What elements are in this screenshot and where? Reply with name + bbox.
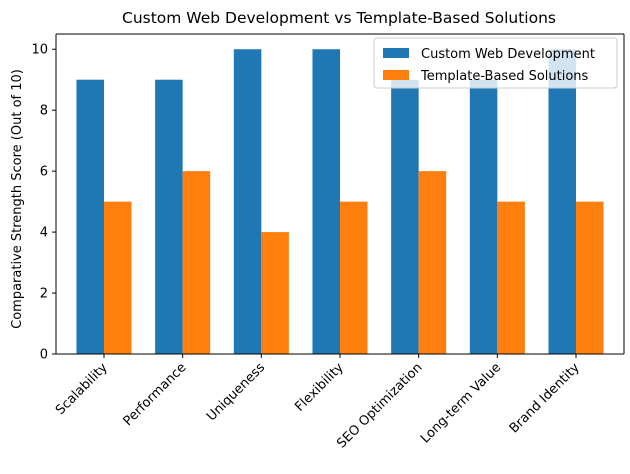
x-tick-label: Brand Identity bbox=[507, 360, 583, 436]
bar-series-0-performance bbox=[155, 79, 183, 355]
legend-box bbox=[373, 37, 618, 89]
bar-series-1-performance bbox=[182, 171, 211, 354]
legend-swatch-1 bbox=[383, 70, 409, 80]
bar-series-1-scalability bbox=[103, 201, 132, 354]
y-tick-label: 6 bbox=[40, 165, 48, 180]
bar-series-0-uniqueness bbox=[233, 49, 262, 355]
bar-series-0-scalability bbox=[76, 79, 104, 355]
bar-series-1-flexibility bbox=[340, 201, 368, 354]
bars-layer bbox=[76, 49, 604, 355]
y-tick-label: 10 bbox=[31, 43, 48, 58]
x-tick-label: Flexibility bbox=[292, 360, 347, 415]
bar-series-1-brand-identity bbox=[576, 201, 604, 354]
bar-series-0-brand-identity bbox=[548, 49, 577, 355]
x-tick-label: Performance bbox=[121, 360, 190, 429]
bar-series-0-flexibility bbox=[312, 49, 340, 355]
x-tick-label: Scalability bbox=[53, 360, 111, 418]
legend-label-1: Template-Based Solutions bbox=[420, 69, 589, 84]
legend-label-0: Custom Web Development bbox=[421, 47, 595, 62]
bar-series-1-long-term-value bbox=[497, 201, 525, 354]
y-tick-label: 4 bbox=[40, 226, 48, 241]
y-ticks-layer: 0 2 4 6 8 10 bbox=[31, 43, 56, 363]
y-tick-label: 0 bbox=[40, 348, 48, 363]
y-tick-label: 8 bbox=[40, 104, 48, 119]
x-tick-label: Uniqueness bbox=[204, 360, 268, 424]
x-tick-label: SEO Optimization bbox=[334, 360, 425, 451]
x-tick-label: Long-term Value bbox=[418, 360, 504, 446]
bar-series-0-long-term-value bbox=[469, 79, 498, 355]
bar-series-1-seo-optimization bbox=[418, 171, 447, 354]
y-axis-label: Comparative Strength Score (Out of 10) bbox=[10, 69, 25, 329]
bar-series-0-seo-optimization bbox=[391, 79, 419, 355]
bar-series-1-uniqueness bbox=[261, 232, 289, 354]
y-tick-label: 2 bbox=[40, 287, 48, 302]
chart-title: Custom Web Development vs Template-Based… bbox=[122, 9, 556, 27]
legend-swatch-0 bbox=[383, 48, 409, 58]
